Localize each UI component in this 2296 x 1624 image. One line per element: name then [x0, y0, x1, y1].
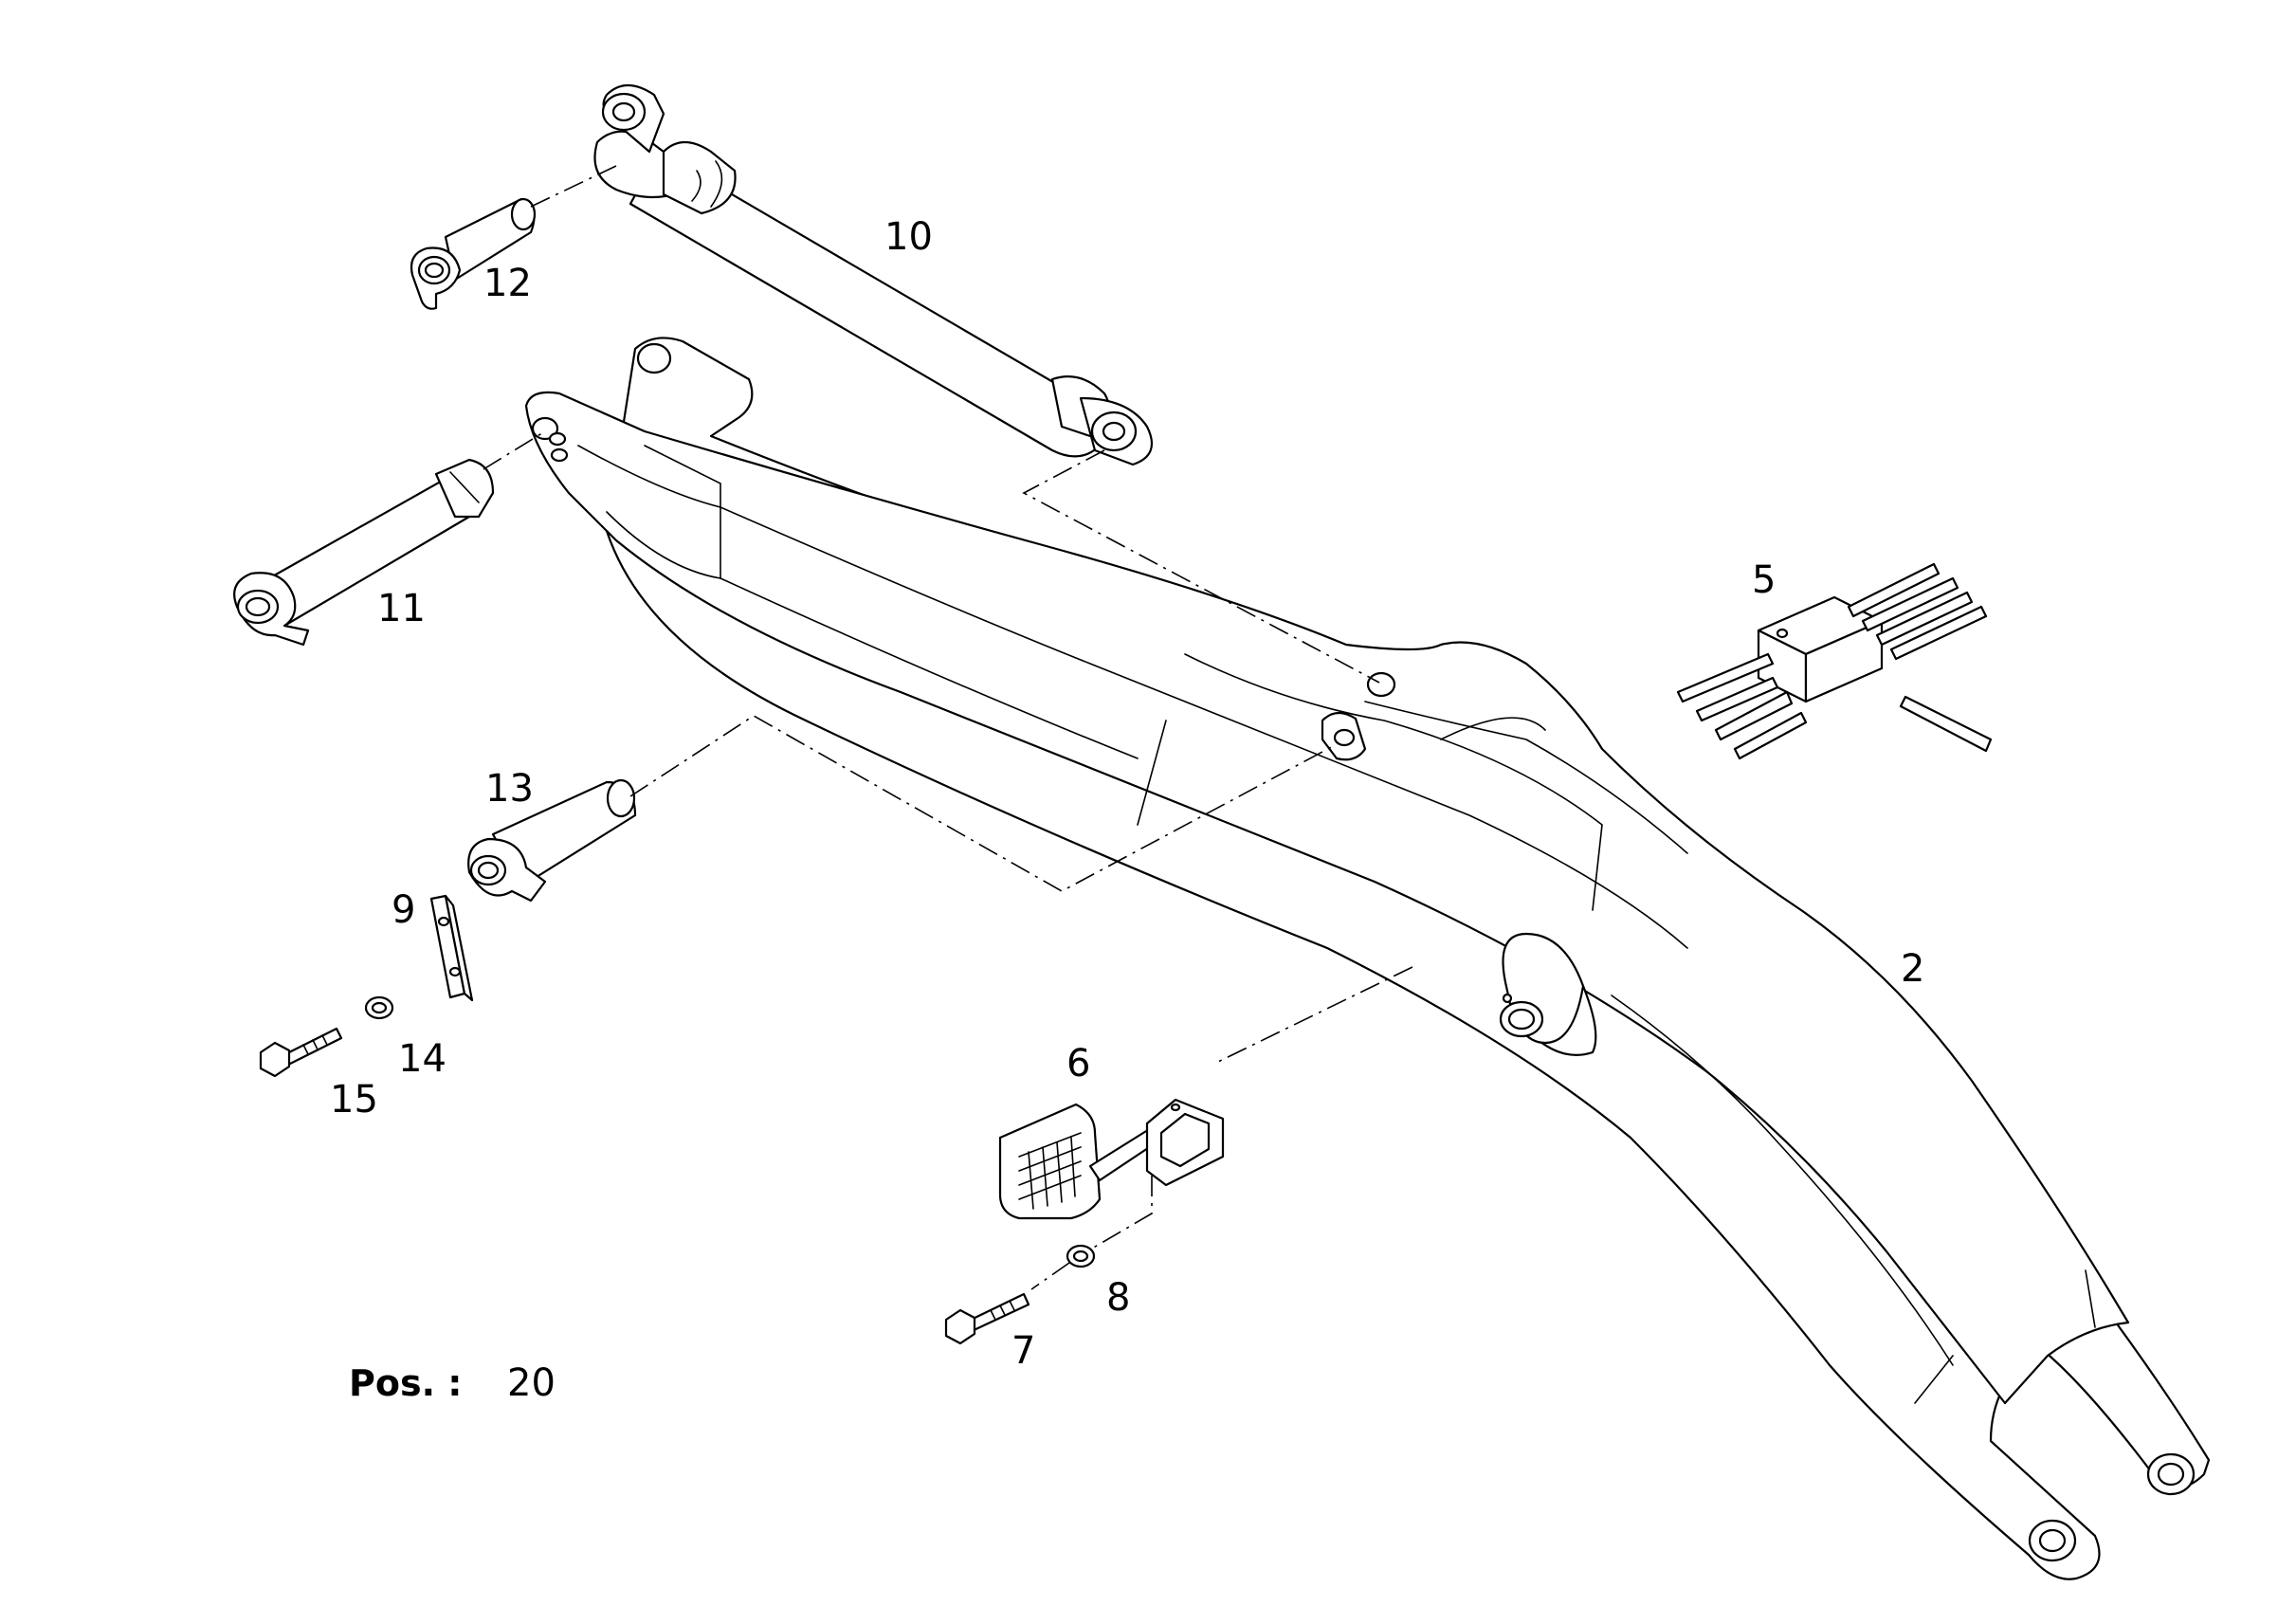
bolt-15 — [259, 1027, 343, 1078]
callout-2: 2 — [1901, 947, 1924, 991]
callout-13: 13 — [485, 767, 534, 811]
callout-5: 5 — [1752, 558, 1776, 602]
callout-14: 14 — [398, 1037, 446, 1081]
boom-arm — [524, 337, 2211, 1580]
hydraulic-hoses — [1676, 562, 1993, 760]
pin-11 — [233, 458, 495, 647]
position-label: Pos. : — [349, 1362, 462, 1404]
washer-8 — [1066, 1244, 1096, 1268]
assembly-leader-lines — [483, 165, 1413, 1290]
position-indicator: Pos. : 20 — [349, 1361, 556, 1405]
step-plate — [998, 1098, 1225, 1220]
valve-block — [1676, 562, 1993, 760]
callout-8: 8 — [1106, 1276, 1130, 1320]
pin-13 — [467, 778, 637, 903]
bolt-7 — [944, 1292, 1030, 1345]
hydraulic-cylinder — [593, 83, 1154, 466]
plate-9 — [429, 894, 474, 1002]
callout-9: 9 — [392, 888, 415, 932]
washer-14 — [364, 995, 394, 1020]
step-grid — [1018, 1132, 1082, 1210]
callout-numbers: 2 5 6 7 8 9 10 11 12 13 14 15 — [330, 215, 1924, 1373]
callout-6: 6 — [1066, 1042, 1090, 1086]
callout-10: 10 — [884, 215, 933, 259]
callout-12: 12 — [483, 262, 532, 305]
position-value: 20 — [507, 1361, 556, 1405]
callout-15: 15 — [330, 1078, 378, 1122]
callout-11: 11 — [377, 587, 426, 630]
pin-12 — [410, 197, 537, 310]
callout-7: 7 — [1011, 1329, 1035, 1373]
